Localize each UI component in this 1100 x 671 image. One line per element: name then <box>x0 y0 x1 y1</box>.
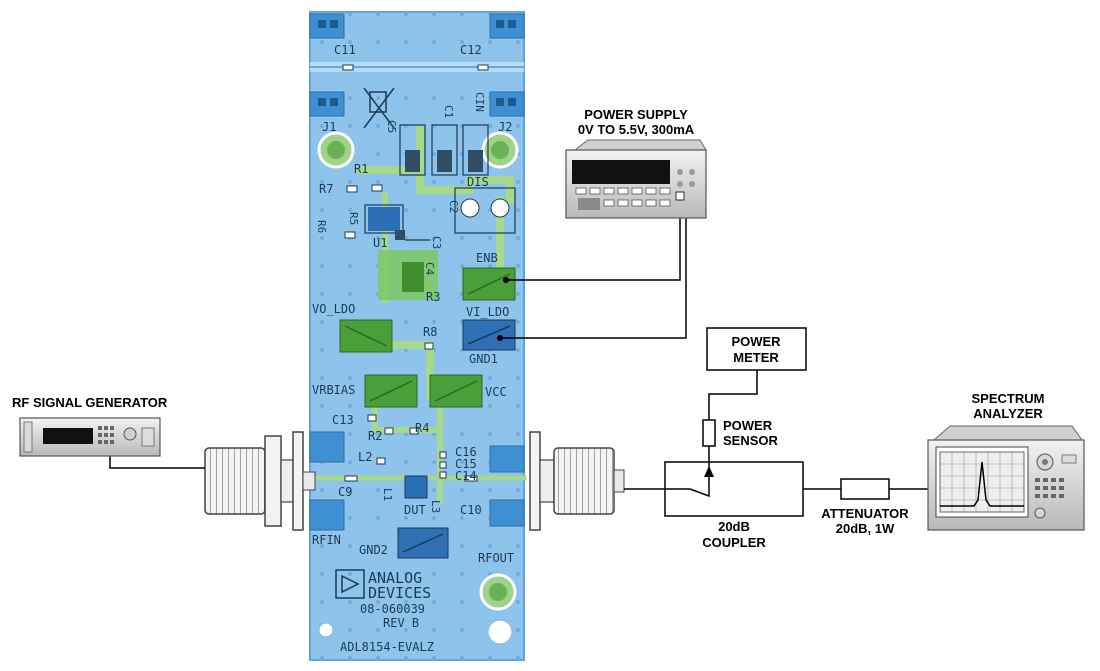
power-sensor-box <box>702 419 716 447</box>
attenuator-label-line2: 20dB, 1W <box>836 521 895 536</box>
silk-r3: R3 <box>426 290 440 304</box>
silk-vo-ldo: VO_LDO <box>312 302 355 316</box>
silk-part-number: 08-060039 <box>360 602 425 616</box>
coupler-arrow-icon <box>704 466 714 477</box>
silk-cin: CIN <box>473 92 486 112</box>
top-terminal-blocks <box>309 13 525 117</box>
silk-c5: C5 <box>385 120 398 133</box>
evaluation-board: C11 C12 J1 J2 C5 C1 CIN R1 R7 R6 R5 U1 D… <box>309 11 527 661</box>
dut-chip <box>404 475 428 499</box>
silk-c3: C3 <box>430 236 443 249</box>
test-pads <box>339 267 516 559</box>
silk-vrbias: VRBIAS <box>312 383 355 397</box>
connection-wires <box>109 218 928 490</box>
silk-c13: C13 <box>332 413 354 427</box>
silkscreen-labels: C11 C12 J1 J2 C5 C1 CIN R1 R7 R6 R5 U1 D… <box>312 43 514 654</box>
power-sensor-label-line1: POWER <box>723 418 773 433</box>
silk-vi-ldo: VI_LDO <box>466 305 509 319</box>
weee-symbol-icon <box>363 87 395 129</box>
coupler-label-line1: 20dB <box>718 519 750 534</box>
silk-r4: R4 <box>415 421 429 435</box>
silk-r6: R6 <box>315 220 328 233</box>
power-supply-icon <box>565 139 707 219</box>
smd-components <box>342 64 489 482</box>
silk-rfout: RFOUT <box>478 551 514 565</box>
silk-enb: ENB <box>476 251 498 265</box>
silk-r5: R5 <box>347 212 360 225</box>
spectrum-analyzer-icon <box>927 425 1085 531</box>
power-supply-label-line2: 0V TO 5.5V, 300mA <box>578 122 695 137</box>
wire-supply-to-enb <box>506 218 681 281</box>
spectrum-analyzer-label-line1: SPECTRUM <box>972 391 1045 406</box>
silk-dut: DUT <box>404 503 426 517</box>
silk-logo-analog: ANALOG <box>368 569 422 587</box>
silk-logo-devices: DEVICES <box>368 584 431 602</box>
silk-c4: C4 <box>423 262 436 276</box>
power-meter-box <box>706 327 807 371</box>
silk-r2: R2 <box>368 429 382 443</box>
power-supply-label-line1: POWER SUPPLY <box>584 107 688 122</box>
spectrum-analyzer-label-line2: ANALYZER <box>973 406 1043 421</box>
power-sensor-label-line2: SENSOR <box>723 433 779 448</box>
silk-c1: C1 <box>442 105 455 118</box>
silk-u1: U1 <box>373 236 387 250</box>
pad-gnd2 <box>397 527 449 559</box>
silk-dis: DIS <box>467 175 489 189</box>
attenuator-box <box>840 478 890 500</box>
silk-l1: L1 <box>381 488 394 501</box>
silk-r1: R1 <box>354 162 368 176</box>
power-meter-label-line1: POWER <box>731 334 781 349</box>
silk-c11: C11 <box>334 43 356 57</box>
silk-c15: C15 <box>455 457 477 471</box>
wire-supply-to-vi-ldo <box>500 218 687 339</box>
analog-devices-logo <box>335 569 365 599</box>
silk-rfin: RFIN <box>312 533 341 547</box>
silk-l2: L2 <box>358 450 372 464</box>
attenuator-label-line1: ATTENUATOR <box>821 506 909 521</box>
silk-j1: J1 <box>322 120 336 134</box>
silk-r8: R8 <box>423 325 437 339</box>
silk-l3: L3 <box>429 500 442 513</box>
power-meter-label-line2: METER <box>733 350 779 365</box>
silk-board-name: ADL8154-EVALZ <box>340 640 434 654</box>
silk-c14: C14 <box>455 469 477 483</box>
silk-c12: C12 <box>460 43 482 57</box>
silk-c2: C2 <box>447 200 460 213</box>
signal-generator-icon <box>19 417 161 457</box>
silk-c16: C16 <box>455 445 477 459</box>
silk-gnd2: GND2 <box>359 543 388 557</box>
coupler-internal-path <box>665 475 710 498</box>
silk-vcc: VCC <box>485 385 507 399</box>
silk-gnd1: GND1 <box>469 352 498 366</box>
sma-connector-output <box>529 431 625 531</box>
sma-connector-input <box>204 431 316 531</box>
sma-ground-blocks <box>309 431 525 531</box>
silk-j2: J2 <box>498 120 512 134</box>
silk-c9: C9 <box>338 485 352 499</box>
silk-r7: R7 <box>319 182 333 196</box>
silk-revision: REV B <box>383 616 419 630</box>
rf-generator-label: RF SIGNAL GENERATOR <box>12 395 168 410</box>
mounting-holes <box>317 131 519 645</box>
silk-c10: C10 <box>460 503 482 517</box>
wire-meter-to-sensor <box>708 370 758 420</box>
wire-generator-to-input <box>109 455 205 469</box>
coupler-label-line2: COUPLER <box>702 535 766 550</box>
component-outlines <box>364 124 516 241</box>
component-bodies <box>368 150 510 292</box>
